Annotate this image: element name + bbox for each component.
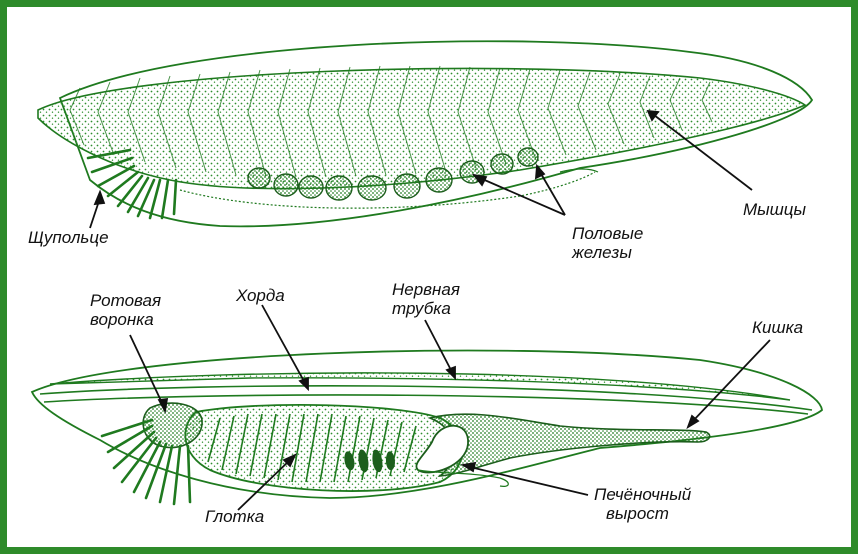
label-oral-funnel: Ротовая воронка xyxy=(90,291,161,329)
label-notochord: Хорда xyxy=(236,286,285,305)
label-hepatic-line2: вырост xyxy=(594,504,691,523)
label-oral-funnel-line1: Ротовая xyxy=(90,291,161,310)
label-gonads: Половые железы xyxy=(572,224,643,262)
label-oral-funnel-line2: воронка xyxy=(90,310,161,329)
top-lancelet xyxy=(38,41,812,226)
label-tentacles-text: Щупольце xyxy=(28,228,109,247)
label-neural-tube: Нервная трубка xyxy=(392,280,460,318)
label-neural-tube-line1: Нервная xyxy=(392,280,460,299)
label-intestine-text: Кишка xyxy=(752,318,803,337)
label-muscles-text: Мышцы xyxy=(743,200,806,219)
label-gonads-line1: Половые xyxy=(572,224,643,243)
label-pharynx-text: Глотка xyxy=(205,507,264,526)
label-intestine: Кишка xyxy=(752,318,803,337)
label-notochord-text: Хорда xyxy=(236,286,285,305)
label-pharynx: Глотка xyxy=(205,507,264,526)
label-muscles: Мышцы xyxy=(743,200,806,219)
top-muscle-body xyxy=(38,68,805,188)
label-neural-tube-line2: трубка xyxy=(392,299,460,318)
label-hepatic-outgrowth: Печёночный вырост xyxy=(594,485,691,523)
bottom-lancelet xyxy=(32,350,822,504)
label-gonads-line2: железы xyxy=(572,243,643,262)
label-hepatic-line1: Печёночный xyxy=(594,485,691,504)
label-tentacles: Щупольце xyxy=(28,228,109,247)
